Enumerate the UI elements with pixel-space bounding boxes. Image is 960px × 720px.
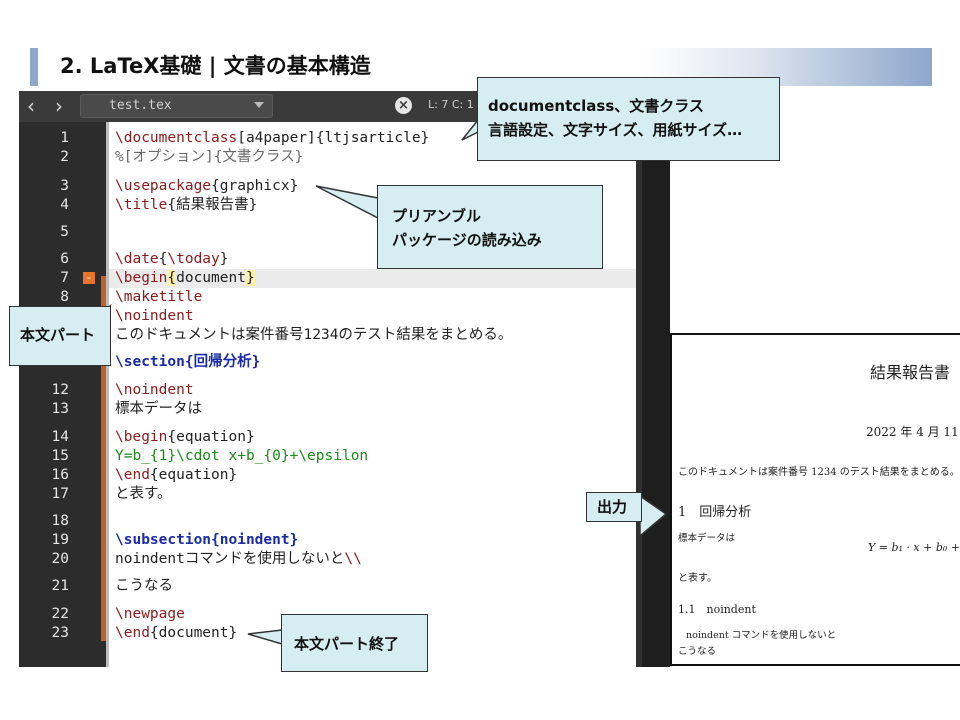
line-number-14: 14 — [51, 429, 69, 445]
gutter-divider — [106, 122, 109, 667]
code-line-16[interactable]: \end{equation} — [115, 467, 238, 483]
callout-documentclass-line2: 言語設定、文字サイズ、用紙サイズ… — [488, 121, 743, 139]
line-number-13: 13 — [51, 401, 69, 417]
dropdown-arrow-icon — [254, 102, 264, 108]
fold-range-indicator — [101, 276, 106, 641]
output-section-heading: 1 回帰分析 — [678, 505, 752, 520]
callout-documentclass: documentclass、文書クラス 言語設定、文字サイズ、用紙サイズ… — [477, 77, 780, 161]
chevron-right-icon[interactable]: › — [55, 94, 63, 118]
line-number-7: 7 — [60, 270, 69, 286]
callout-output: 出力 — [586, 492, 642, 522]
output-date: 2022 年 4 月 11 日 — [866, 425, 960, 439]
current-line-highlight — [109, 269, 636, 288]
code-line-23[interactable]: \end{document} — [115, 625, 238, 641]
output-preview: 結果報告書 2022 年 4 月 11 日 このドキュメントは案件番号 1234… — [670, 333, 960, 666]
title-accent — [30, 48, 38, 86]
callout-output-label: 出力 — [597, 498, 628, 516]
code-line-15[interactable]: Y=b_{1}\cdot x+b_{0}+\epsilon — [115, 448, 369, 464]
output-title: 結果報告書 — [870, 363, 951, 382]
code-line-12[interactable]: \noindent — [115, 382, 194, 398]
callout-body-end-label: 本文パート終了 — [294, 635, 400, 653]
callout-body-part: 本文パート — [9, 306, 111, 366]
line-number-16: 16 — [51, 467, 69, 483]
scrollbar-track[interactable] — [636, 122, 642, 667]
line-number-22: 22 — [51, 606, 69, 622]
code-line-22[interactable]: \newpage — [115, 606, 185, 622]
fold-toggle-icon[interactable]: - — [83, 272, 95, 284]
code-line-6[interactable]: \date{\today} — [115, 251, 229, 267]
code-line-14[interactable]: \begin{equation} — [115, 429, 255, 445]
line-number-5: 5 — [60, 224, 69, 240]
output-body-text: このドキュメントは案件番号 1234 のテスト結果をまとめる。 — [678, 467, 960, 478]
line-number-8: 8 — [60, 289, 69, 305]
code-line-7[interactable]: \begin{document} — [115, 270, 255, 286]
callout-body-end: 本文パート終了 — [281, 614, 428, 672]
line-number-23: 23 — [51, 625, 69, 641]
file-selector[interactable]: test.tex — [80, 94, 273, 118]
callout-preamble: プリアンブル パッケージの読み込み — [377, 185, 603, 269]
slide-title: 2. LaTeX基礎 | 文書の基本構造 — [60, 54, 371, 78]
line-number-15: 15 — [51, 448, 69, 464]
line-number-12: 12 — [51, 382, 69, 398]
code-line-1[interactable]: \documentclass[a4paper]{ltjsarticle} — [115, 130, 430, 146]
output-kou-naru: こうなる — [678, 646, 717, 657]
code-line-21[interactable]: こうなる — [115, 578, 173, 594]
output-equation: Y = b₁ · x + b₀ + ϵ — [868, 541, 960, 554]
editor-side-panel — [642, 91, 670, 667]
chevron-left-icon[interactable]: ‹ — [27, 94, 35, 118]
editor-window: ‹ › test.tex × L: 7 C: 1 - 1234567891011… — [19, 91, 642, 667]
output-sample-data: 標本データは — [678, 533, 736, 544]
output-subsection-heading: 1.1 noindent — [678, 603, 756, 616]
cursor-status: L: 7 C: 1 — [428, 98, 474, 111]
output-noindent-line: noindent コマンドを使用しないと — [686, 630, 837, 641]
line-number-2: 2 — [60, 149, 69, 165]
code-line-20[interactable]: noindentコマンドを使用しないと\\ — [115, 551, 362, 567]
code-line-19[interactable]: \subsection{noindent} — [115, 532, 299, 548]
line-number-19: 19 — [51, 532, 69, 548]
file-name: test.tex — [109, 98, 172, 113]
line-number-1: 1 — [60, 130, 69, 146]
code-line-2[interactable]: %[オプション]{文書クラス} — [115, 149, 304, 165]
line-number-18: 18 — [51, 513, 69, 529]
code-line-4[interactable]: \title{結果報告書} — [115, 197, 258, 213]
close-icon[interactable]: × — [395, 97, 412, 114]
callout-preamble-line1: プリアンブル — [392, 207, 481, 225]
line-number-20: 20 — [51, 551, 69, 567]
line-number-gutter — [19, 122, 106, 667]
code-line-3[interactable]: \usepackage{graphicx} — [115, 178, 299, 194]
line-number-6: 6 — [60, 251, 69, 267]
code-line-13[interactable]: 標本データは — [115, 401, 202, 417]
code-line-8[interactable]: \maketitle — [115, 289, 203, 305]
line-number-4: 4 — [60, 197, 69, 213]
code-line-10[interactable]: このドキュメントは案件番号1234のテスト結果をまとめる。 — [115, 327, 513, 343]
line-number-21: 21 — [51, 578, 69, 594]
callout-preamble-line2: パッケージの読み込み — [392, 231, 542, 249]
output-express: と表す。 — [678, 573, 717, 584]
callout-documentclass-line1: documentclass、文書クラス — [488, 97, 704, 115]
line-number-3: 3 — [60, 178, 69, 194]
code-line-17[interactable]: と表す。 — [115, 486, 172, 502]
line-number-17: 17 — [51, 486, 69, 502]
code-line-9[interactable]: \noindent — [115, 308, 194, 324]
code-line-11[interactable]: \section{回帰分析} — [115, 354, 261, 370]
callout-body-part-label: 本文パート — [20, 326, 96, 344]
